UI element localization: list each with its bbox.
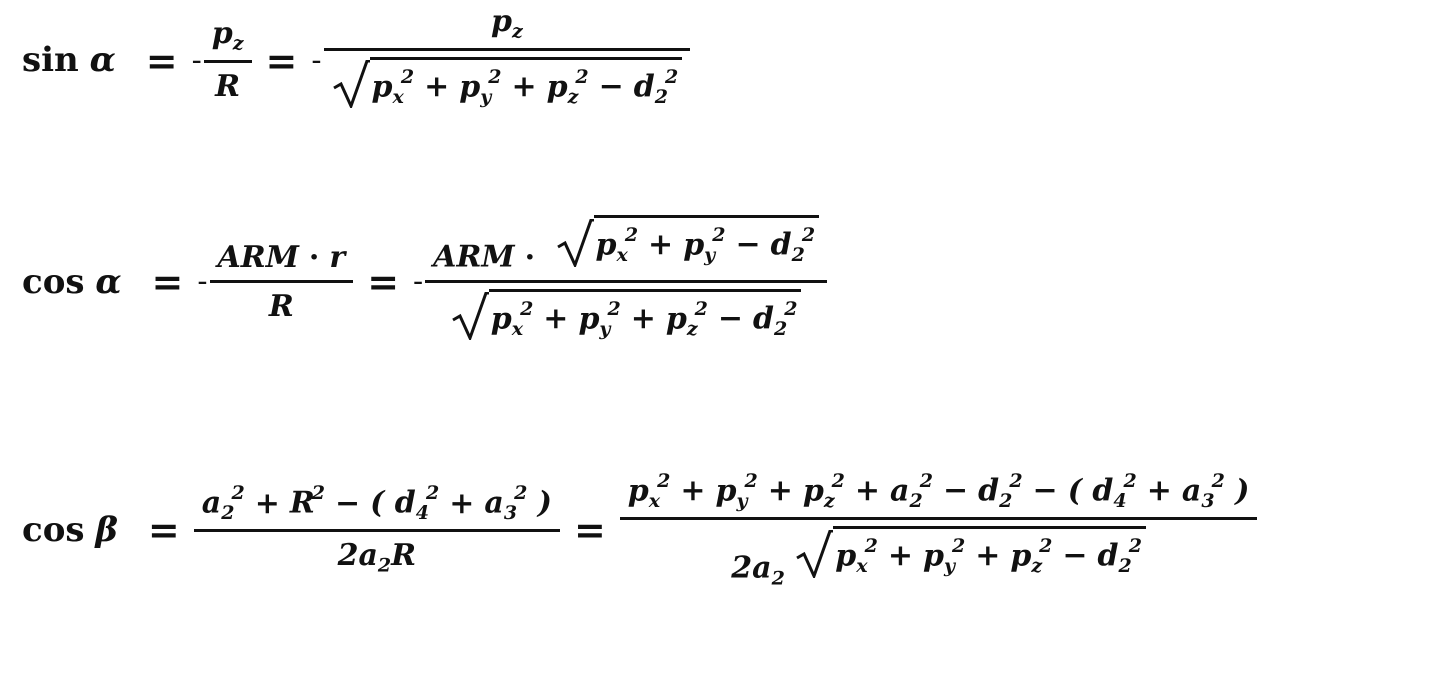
square-root: px2+py2+pz2−d22 (795, 525, 1146, 578)
lhs-cos-alpha: cos α (22, 261, 122, 302)
square-root: px2+py2+pz2−d22 (451, 288, 802, 341)
minus-sign: - (197, 264, 208, 300)
fraction-bar (425, 279, 828, 283)
minus-sign: - (311, 42, 322, 78)
fraction-arm-sqrt-over-sqrt: ARM· px2+py2−d22 px2+py2+pz2−d22 (425, 215, 828, 349)
radical-sign-icon (452, 292, 489, 341)
fraction-bar (193, 529, 560, 533)
equals-sign: = (573, 507, 606, 553)
numerator: px2+py2+pz2+a22−d22−( d42+a32 ) (627, 470, 1250, 512)
fraction-bar (209, 279, 354, 283)
denominator: px2+py2+pz2−d22 (443, 283, 810, 349)
radical-sign-icon (556, 218, 594, 267)
fraction-bar (203, 60, 252, 63)
denominator: R (268, 288, 294, 324)
numerator: pz (211, 16, 244, 55)
equals-sign: = (145, 37, 178, 83)
fraction-arm-r-over-R: ARM·r R (209, 239, 354, 324)
numerator: a22+R2−( d42+a32 ) (201, 482, 552, 525)
denominator: px2+py2+pz2−d22 (324, 51, 691, 117)
radical-sign-icon (332, 60, 370, 109)
denominator: 2a2 px2+py2+pz2−d22 (723, 520, 1154, 589)
lhs-cos-beta: cos β (22, 509, 118, 550)
lhs-sin-alpha: sin α (22, 40, 116, 81)
fraction-expanded: px2+py2+pz2+a22−d22−( d42+a32 ) 2a2 px2+… (619, 470, 1258, 589)
square-root: px2+py2−d22 (556, 215, 820, 267)
equals-sign: = (147, 507, 180, 553)
fraction-bar (619, 516, 1258, 520)
equation-sin-alpha: sin α = - pz R = - pz px2+py2+pz2−d22 (22, 4, 691, 117)
fraction-pz-over-R: pz R (203, 16, 252, 104)
equals-sign: = (265, 37, 298, 83)
numerator: ARM·r (217, 239, 346, 275)
equals-sign: = (151, 259, 184, 305)
denominator: 2a2R (337, 538, 417, 577)
minus-sign: - (413, 264, 424, 300)
fraction-bar (323, 47, 691, 51)
equation-cos-alpha: cos α = - ARM·r R = - ARM· px2+py2−d22 p… (22, 215, 828, 349)
numerator: ARM· px2+py2−d22 (425, 215, 827, 280)
equals-sign: = (367, 259, 400, 305)
equation-cos-beta: cos β = a22+R2−( d42+a32 ) 2a2R = px2+py… (22, 470, 1258, 589)
fraction-law-of-cosines: a22+R2−( d42+a32 ) 2a2R (193, 482, 560, 577)
fraction-pz-over-sqrt: pz px2+py2+pz2−d22 (323, 4, 691, 117)
radical-sign-icon (796, 529, 834, 578)
denominator: R (215, 69, 241, 104)
minus-sign: - (191, 42, 202, 78)
numerator: pz (490, 4, 523, 43)
square-root: px2+py2+pz2−d22 (332, 56, 683, 109)
